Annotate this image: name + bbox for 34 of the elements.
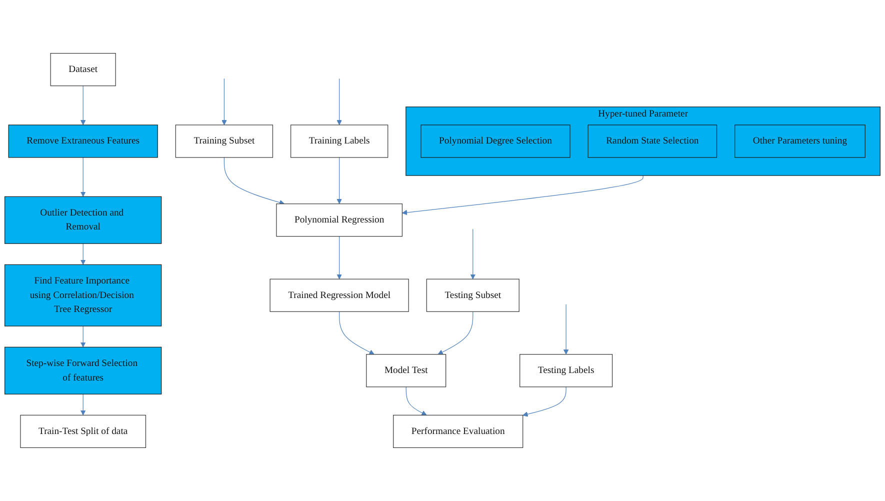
node-box: Outlier Detection and Removal xyxy=(4,196,162,244)
arrow xyxy=(80,157,86,197)
arrow xyxy=(402,175,644,216)
arrow xyxy=(563,304,569,355)
node-box: Training Labels xyxy=(290,124,388,158)
node-box: Polynomial Regression xyxy=(276,204,402,237)
node-box: Polynomial Degree Selection xyxy=(420,124,570,158)
arrow xyxy=(336,236,342,280)
node-box: Dataset xyxy=(50,53,116,86)
arrow xyxy=(406,386,427,416)
arrow xyxy=(80,326,86,348)
arrow xyxy=(222,78,227,126)
arrow xyxy=(80,243,86,265)
node-box: Trained Regression Model xyxy=(270,278,409,312)
node-box: Testing Subset xyxy=(426,278,520,312)
arrow xyxy=(336,157,342,204)
node-box: Train-Test Split of data xyxy=(20,414,146,448)
arrow xyxy=(336,78,342,126)
arrow xyxy=(80,394,86,416)
arrow xyxy=(80,86,86,126)
arrow xyxy=(470,228,476,280)
node-box: Other Parameters tuning xyxy=(734,124,866,158)
node-box: Random State Selection xyxy=(588,124,718,158)
arrow xyxy=(438,311,474,355)
node-box: Performance Evaluation xyxy=(393,414,524,448)
arrow xyxy=(339,311,374,355)
node-box: Find Feature Importance using Correlation/Decision Tree Regressor xyxy=(4,264,162,326)
node-box: Model Test xyxy=(366,354,446,388)
arrow xyxy=(224,157,285,206)
node-box: Step-wise Forward Selection of features xyxy=(4,346,162,394)
arrow xyxy=(522,386,566,417)
node-box: Testing Labels xyxy=(520,354,613,388)
node-box: Remove Extraneous Features xyxy=(8,124,158,158)
node-box: Training Subset xyxy=(175,124,274,158)
